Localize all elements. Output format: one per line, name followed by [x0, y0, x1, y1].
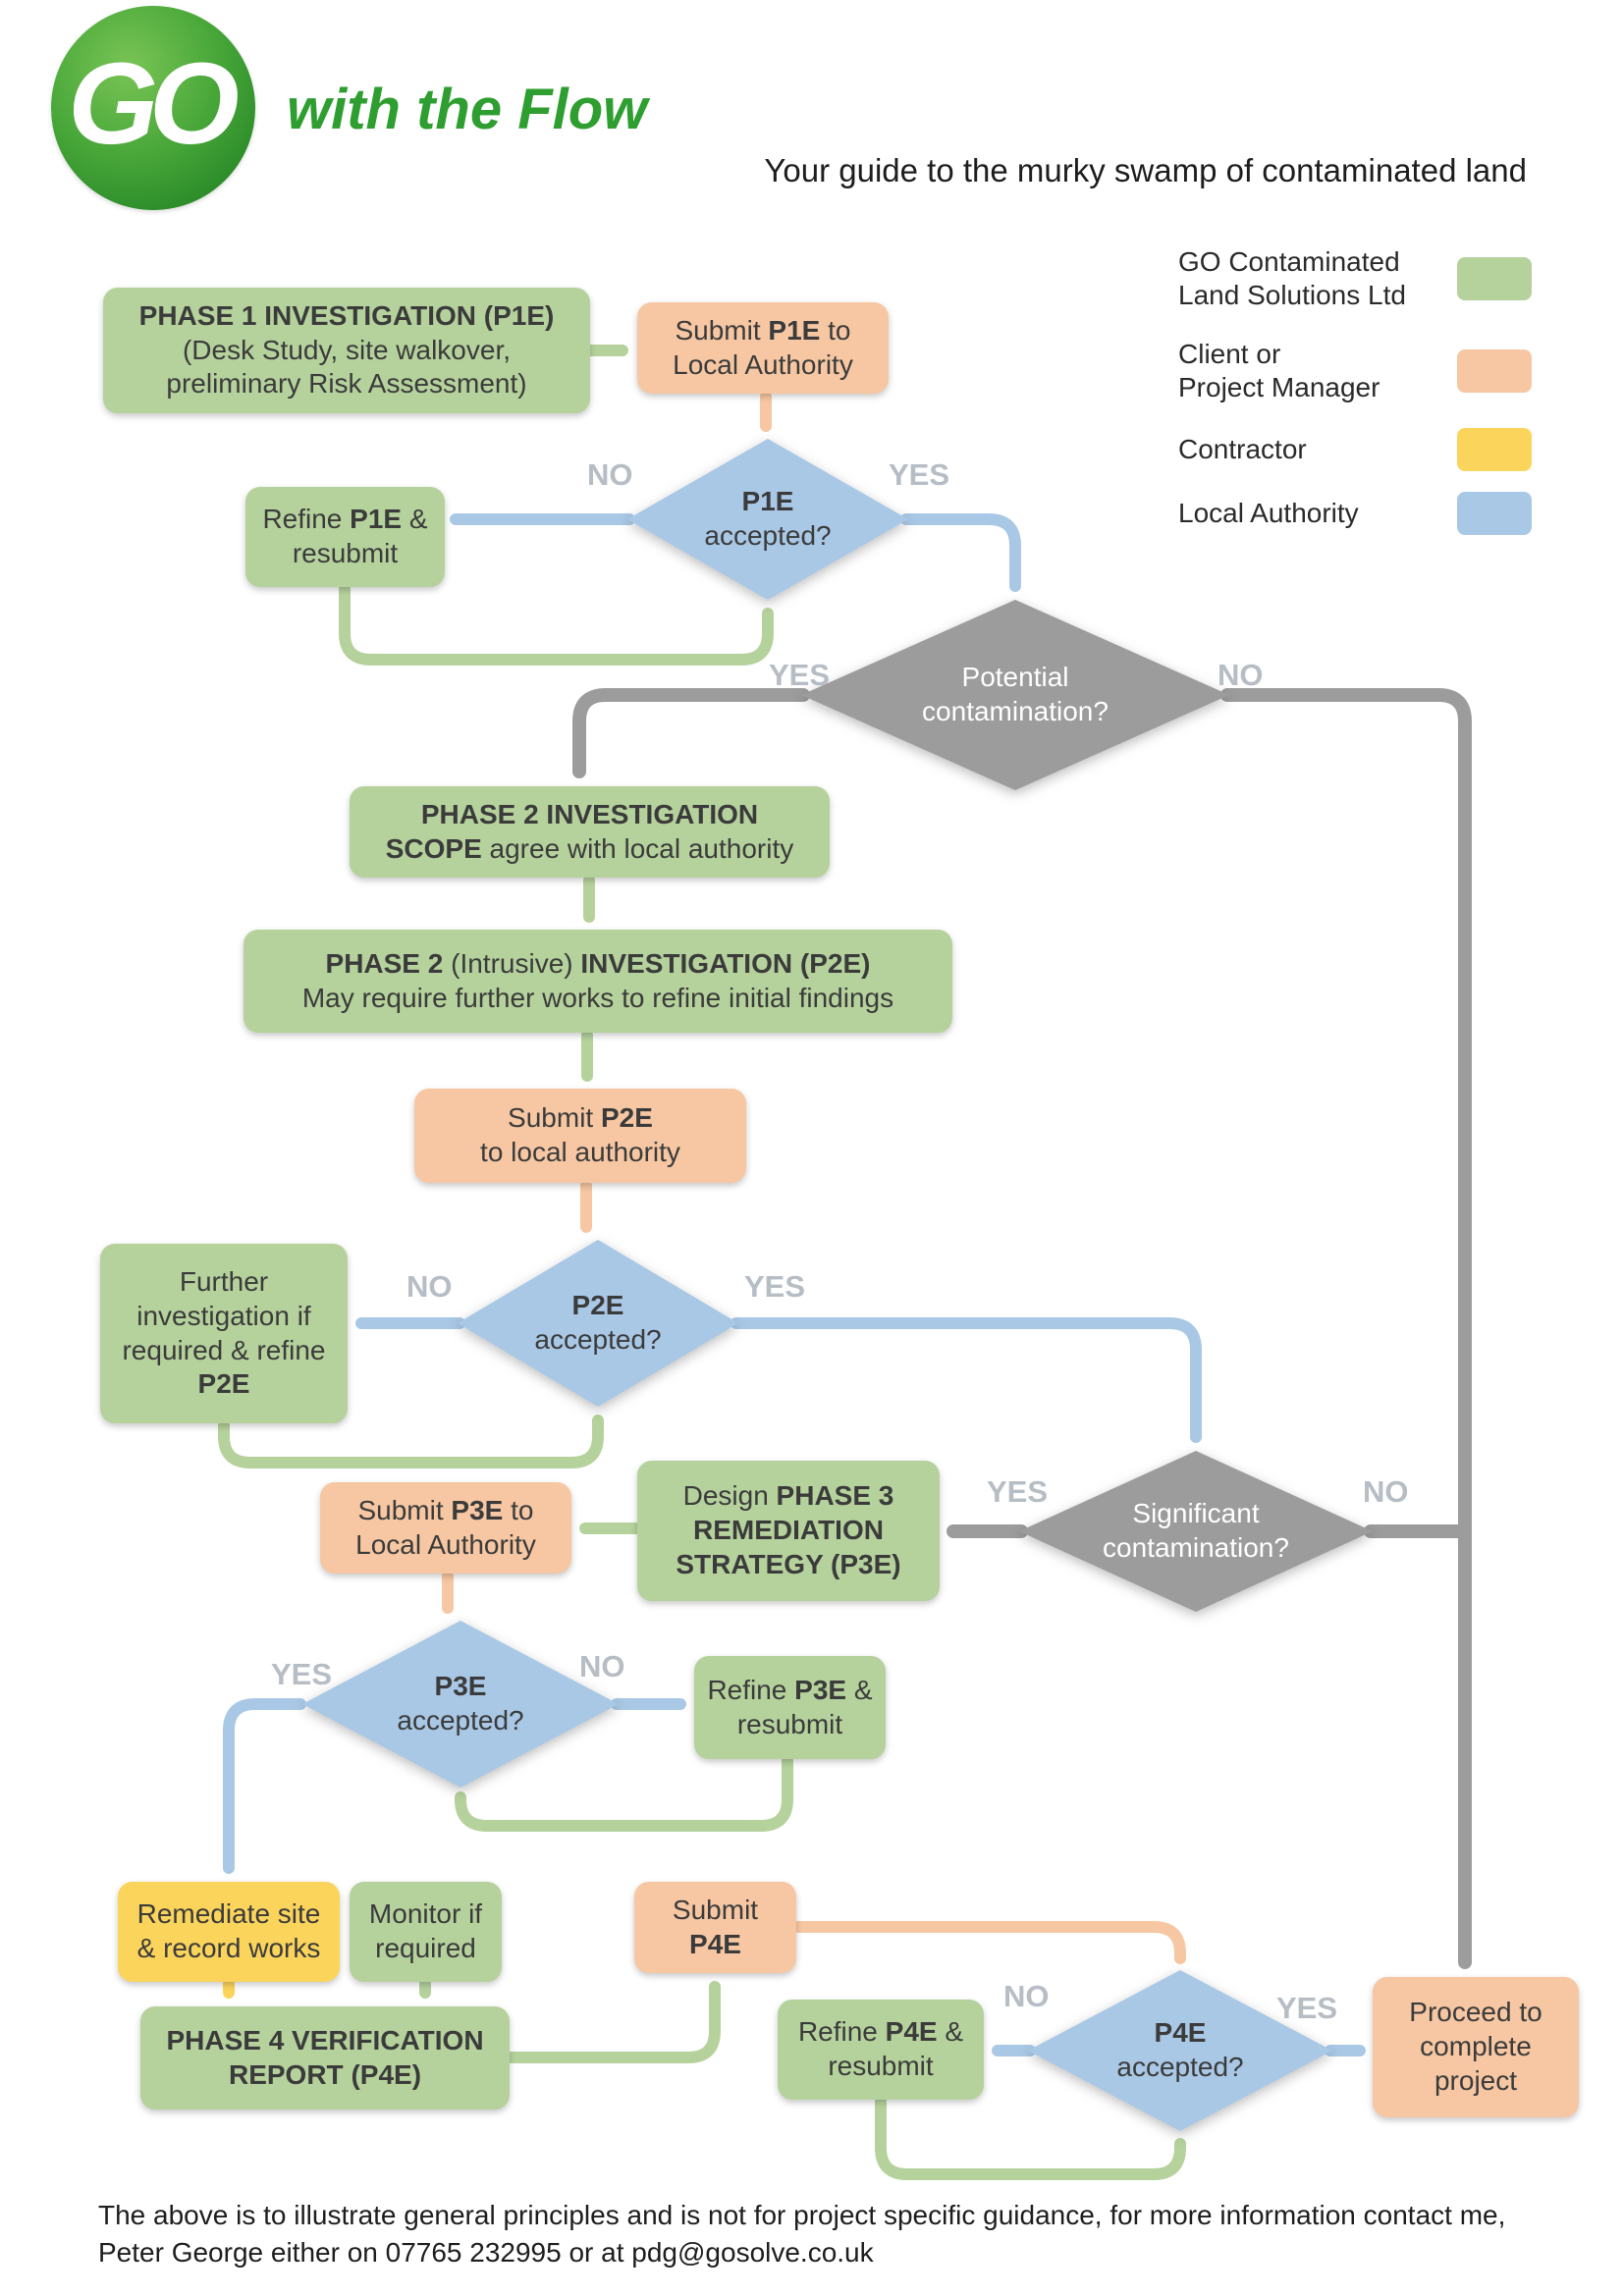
branch-label-p1e-no: NO: [587, 457, 633, 492]
node-remediate-site-text: Remediate site & record works: [136, 1898, 321, 1963]
node-refine-p1e-text: Refine P1E & resubmit: [262, 504, 428, 568]
arrow-p2e-yes: [730, 1317, 1202, 1443]
node-refine-p3e-text: Refine P3E & resubmit: [707, 1674, 873, 1739]
branch-label-p4e-no: NO: [1003, 1979, 1050, 2013]
legend-label-go: GO Contaminated Land Solutions Ltd: [1178, 246, 1406, 310]
branch-label-significant-yes: YES: [987, 1474, 1049, 1509]
arrow-potential-no: [1220, 688, 1472, 1969]
legend-item-go: GO Contaminated Land Solutions Ltd: [1178, 243, 1532, 314]
node-refine-p1e: Refine P1E & resubmit: [245, 487, 445, 587]
decision-p4e-text: P4E accepted?: [1116, 2017, 1244, 2082]
arrow-submit-p4e-to-decision: [792, 1921, 1186, 1964]
go-logo-text: GO: [68, 39, 240, 169]
legend-item-authority: Local Authority: [1178, 486, 1532, 541]
legend-swatch-blue: [1457, 492, 1532, 535]
node-proceed-text: Proceed to complete project: [1409, 1997, 1542, 2096]
diamond-shape: P1E accepted?: [627, 439, 908, 600]
node-submit-p4e-text: Submit P4E: [672, 1894, 759, 1959]
node-refine-p3e: Refine P3E & resubmit: [694, 1656, 886, 1759]
decision-p1e-accepted: P1E accepted?: [627, 439, 908, 600]
node-phase2-text: PHASE 2 (Intrusive) INVESTIGATION (P2E) …: [301, 947, 894, 1013]
arrow-refine-p4e-loop: [875, 2096, 1186, 2180]
decision-p1e-text: P1E accepted?: [704, 486, 832, 551]
node-further-investigation-text: Further investigation if required & refi…: [122, 1266, 326, 1400]
arrow-further-loop: [218, 1415, 604, 1468]
node-submit-p3e-text: Submit P3E to Local Authority: [355, 1494, 536, 1560]
legend-label-authority: Local Authority: [1178, 498, 1359, 529]
diamond-shape: P2E accepted?: [458, 1240, 738, 1407]
node-monitor: Monitor if required: [350, 1882, 502, 1982]
branch-label-p3e-no: NO: [579, 1649, 625, 1683]
diamond-shape: Significant contamination?: [1019, 1451, 1373, 1612]
branch-label-p1e-yes: YES: [889, 457, 950, 492]
go-logo: GO: [51, 6, 255, 210]
arrow-potential-yes: [572, 688, 810, 778]
node-proceed-complete: Proceed to complete project: [1373, 1977, 1579, 2117]
node-refine-p4e-text: Refine P4E & resubmit: [797, 2016, 964, 2081]
node-design-p3e: Design PHASE 3 REMEDIATION STRATEGY (P3E…: [637, 1461, 940, 1601]
page-subtitle: Your guide to the murky swamp of contami…: [764, 152, 1527, 188]
page-title: with the Flow: [287, 78, 648, 141]
decision-p4e-accepted: P4E accepted?: [1028, 1970, 1332, 2131]
node-submit-p2e: Submit P2E to local authority: [414, 1089, 746, 1183]
node-submit-p1e-text: Submit P1E to Local Authority: [673, 314, 853, 380]
legend-label-contractor: Contractor: [1178, 434, 1307, 465]
node-refine-p4e: Refine P4E & resubmit: [778, 2000, 984, 2100]
legend-swatch-orange: [1457, 349, 1532, 393]
footer-disclaimer: The above is to illustrate general princ…: [98, 2200, 1506, 2268]
legend-item-contractor: Contractor: [1178, 422, 1532, 477]
arrow-refine-p3e-loop: [455, 1755, 793, 1832]
node-submit-p2e-text: Submit P2E to local authority: [480, 1102, 680, 1167]
arrow-refine-p1e-loop: [339, 583, 774, 666]
branch-label-p3e-yes: YES: [271, 1657, 333, 1691]
diamond-shape: P3E accepted?: [302, 1621, 619, 1788]
branch-label-potential-no: NO: [1217, 658, 1264, 692]
legend-label-client: Client or Project Manager: [1178, 339, 1380, 402]
node-submit-p4e: Submit P4E: [634, 1882, 796, 1973]
arrow-phase4-to-submit-p4e: [506, 1981, 721, 2063]
decision-p2e-text: P2E accepted?: [534, 1290, 662, 1355]
arrow-p1e-yes: [900, 513, 1021, 592]
branch-label-significant-no: NO: [1363, 1474, 1409, 1509]
branch-label-p2e-yes: YES: [744, 1269, 806, 1304]
node-phase2-investigation: PHASE 2 (Intrusive) INVESTIGATION (P2E) …: [243, 930, 952, 1033]
decision-p3e-text: P3E accepted?: [397, 1671, 524, 1735]
node-further-investigation: Further investigation if required & refi…: [100, 1244, 348, 1423]
branch-label-p2e-no: NO: [406, 1269, 453, 1304]
decision-significant-text: Significant contamination?: [1103, 1498, 1289, 1563]
arrow-p3e-yes: [223, 1698, 306, 1874]
diamond-shape: Potential contamination?: [801, 600, 1229, 790]
node-submit-p3e: Submit P3E to Local Authority: [320, 1482, 571, 1574]
decision-potential-text: Potential contamination?: [922, 662, 1109, 726]
node-monitor-text: Monitor if required: [368, 1898, 483, 1963]
node-phase4-verification: PHASE 4 VERIFICATION REPORT (P4E): [140, 2006, 510, 2109]
node-submit-p1e: Submit P1E to Local Authority: [637, 302, 889, 394]
node-design-p3e-text: Design PHASE 3 REMEDIATION STRATEGY (P3E…: [676, 1480, 901, 1579]
legend-swatch-green: [1457, 257, 1532, 300]
branch-label-potential-yes: YES: [769, 658, 831, 692]
node-phase4-text: PHASE 4 VERIFICATION REPORT (P4E): [166, 2024, 484, 2090]
decision-p3e-accepted: P3E accepted?: [302, 1621, 619, 1788]
node-phase2-scope-text: PHASE 2 INVESTIGATION SCOPE agree with l…: [385, 798, 794, 864]
node-remediate-site: Remediate site & record works: [118, 1882, 340, 1982]
node-phase1-text: PHASE 1 INVESTIGATION (P1E) (Desk Study,…: [138, 299, 555, 400]
legend-swatch-yellow: [1457, 428, 1532, 471]
decision-p2e-accepted: P2E accepted?: [458, 1240, 738, 1407]
legend-item-client: Client or Project Manager: [1178, 336, 1532, 406]
decision-potential-contamination: Potential contamination?: [801, 600, 1229, 790]
decision-significant-contamination: Significant contamination?: [1019, 1451, 1373, 1612]
branch-label-p4e-yes: YES: [1276, 1991, 1338, 2025]
node-phase1-investigation: PHASE 1 INVESTIGATION (P1E) (Desk Study,…: [103, 288, 590, 413]
node-phase2-scope: PHASE 2 INVESTIGATION SCOPE agree with l…: [350, 786, 830, 878]
